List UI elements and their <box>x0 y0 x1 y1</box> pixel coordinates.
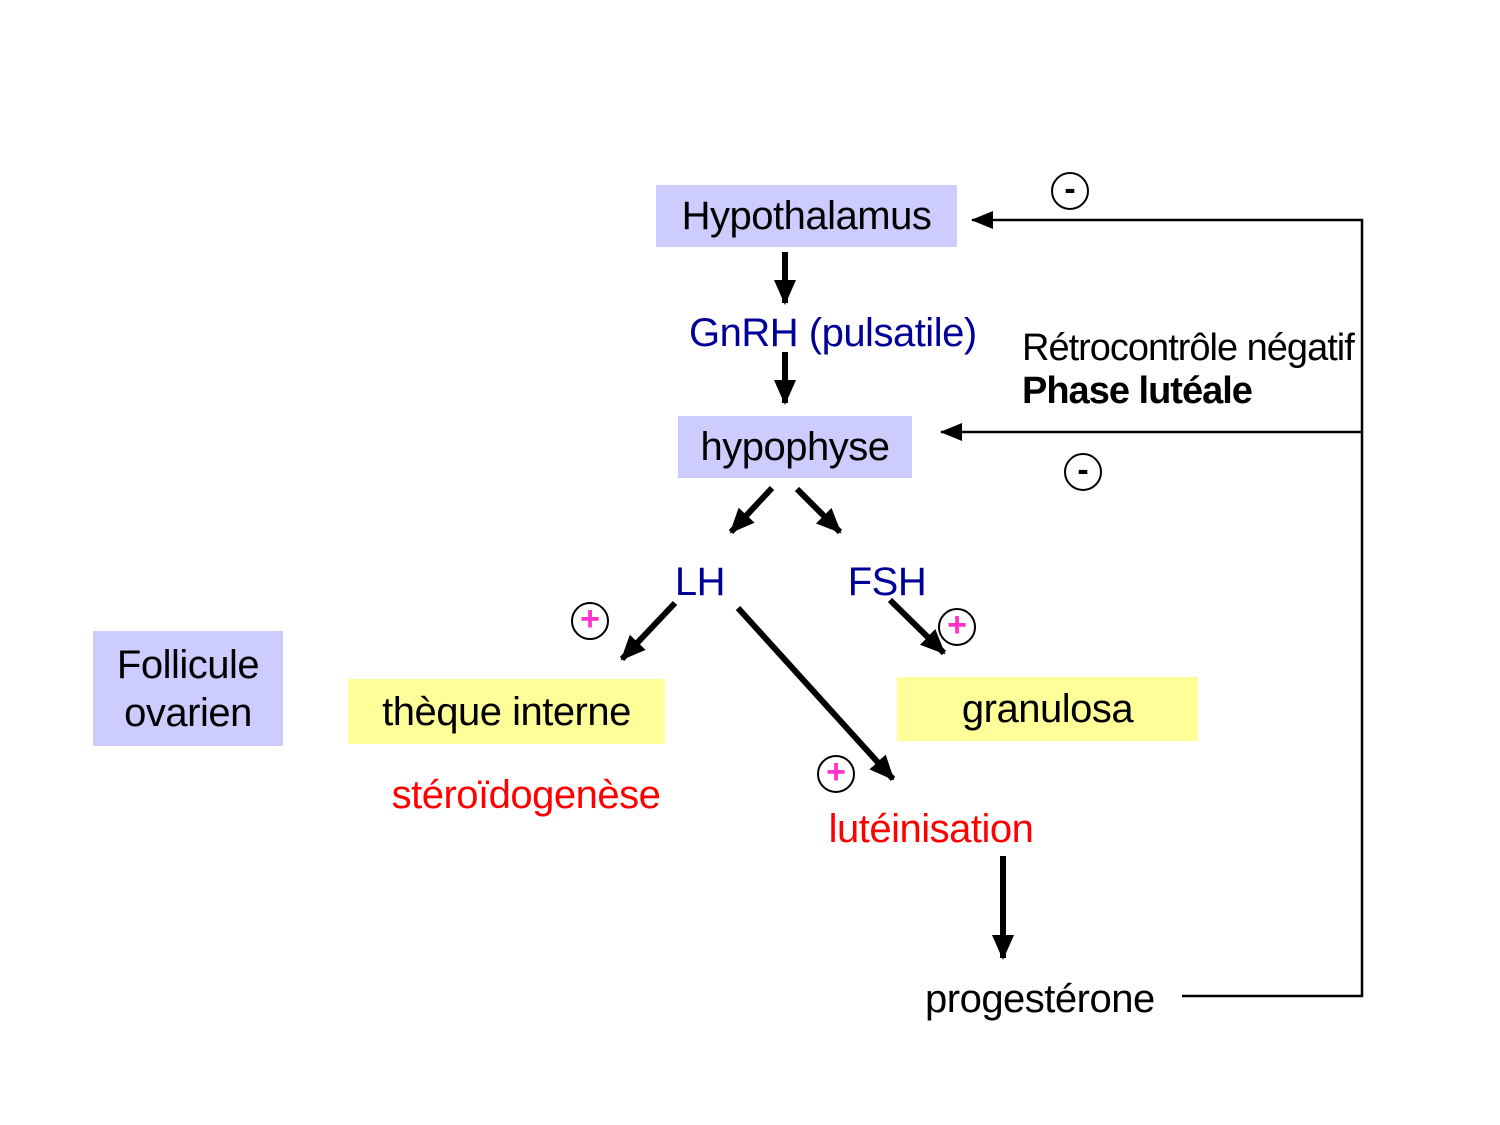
minus-sign-hypothalamus: - <box>1051 172 1089 210</box>
plus-glyph: + <box>826 753 846 791</box>
arrow-lh-to-luteinisation <box>735 605 896 782</box>
feedback-caption-line2: Phase lutéale <box>1022 370 1253 412</box>
granulosa-box: granulosa <box>897 677 1198 741</box>
follicule-label-line2: ovarien <box>124 690 252 735</box>
progesterone-label: progestérone <box>925 977 1155 1021</box>
plus-sign-luteinisation: + <box>817 755 855 793</box>
plus-sign-theque: + <box>571 602 609 640</box>
minus-glyph: - <box>1077 451 1089 489</box>
minus-glyph: - <box>1064 170 1076 208</box>
arrow-lh-to-theque <box>619 600 678 662</box>
hypothalamus-box: Hypothalamus <box>656 185 957 247</box>
feedback-line-progesterone-to-hypothalamus <box>971 211 1364 998</box>
hypophyse-box: hypophyse <box>678 416 912 478</box>
arrow-fsh-to-granulosa <box>887 597 947 656</box>
fsh-label: FSH <box>847 560 927 604</box>
hypothalamus-label: Hypothalamus <box>681 194 932 238</box>
hypophyse-label: hypophyse <box>700 425 890 469</box>
plus-sign-granulosa: + <box>938 608 976 646</box>
feedback-caption-line1: Rétrocontrôle négatif <box>1022 327 1355 369</box>
follicule-label-line1: Follicule <box>116 642 260 687</box>
steroidogenese-label: stéroïdogenèse <box>391 773 661 817</box>
follicule-ovarien-box: Follicule ovarien <box>93 631 283 746</box>
plus-glyph: + <box>947 606 967 644</box>
plus-glyph: + <box>580 600 600 638</box>
minus-sign-hypophyse: - <box>1064 453 1102 491</box>
luteinisation-label: lutéinisation <box>828 807 1034 851</box>
theque-interne-label: thèque interne <box>382 689 631 734</box>
gnrh-label: GnRH (pulsatile) <box>689 311 977 355</box>
arrow-hypophyse-to-fsh <box>794 486 843 535</box>
theque-interne-box: thèque interne <box>348 679 665 744</box>
lh-label: LH <box>674 560 726 604</box>
granulosa-label: granulosa <box>961 687 1134 731</box>
arrow-hypophyse-to-lh <box>728 485 775 535</box>
